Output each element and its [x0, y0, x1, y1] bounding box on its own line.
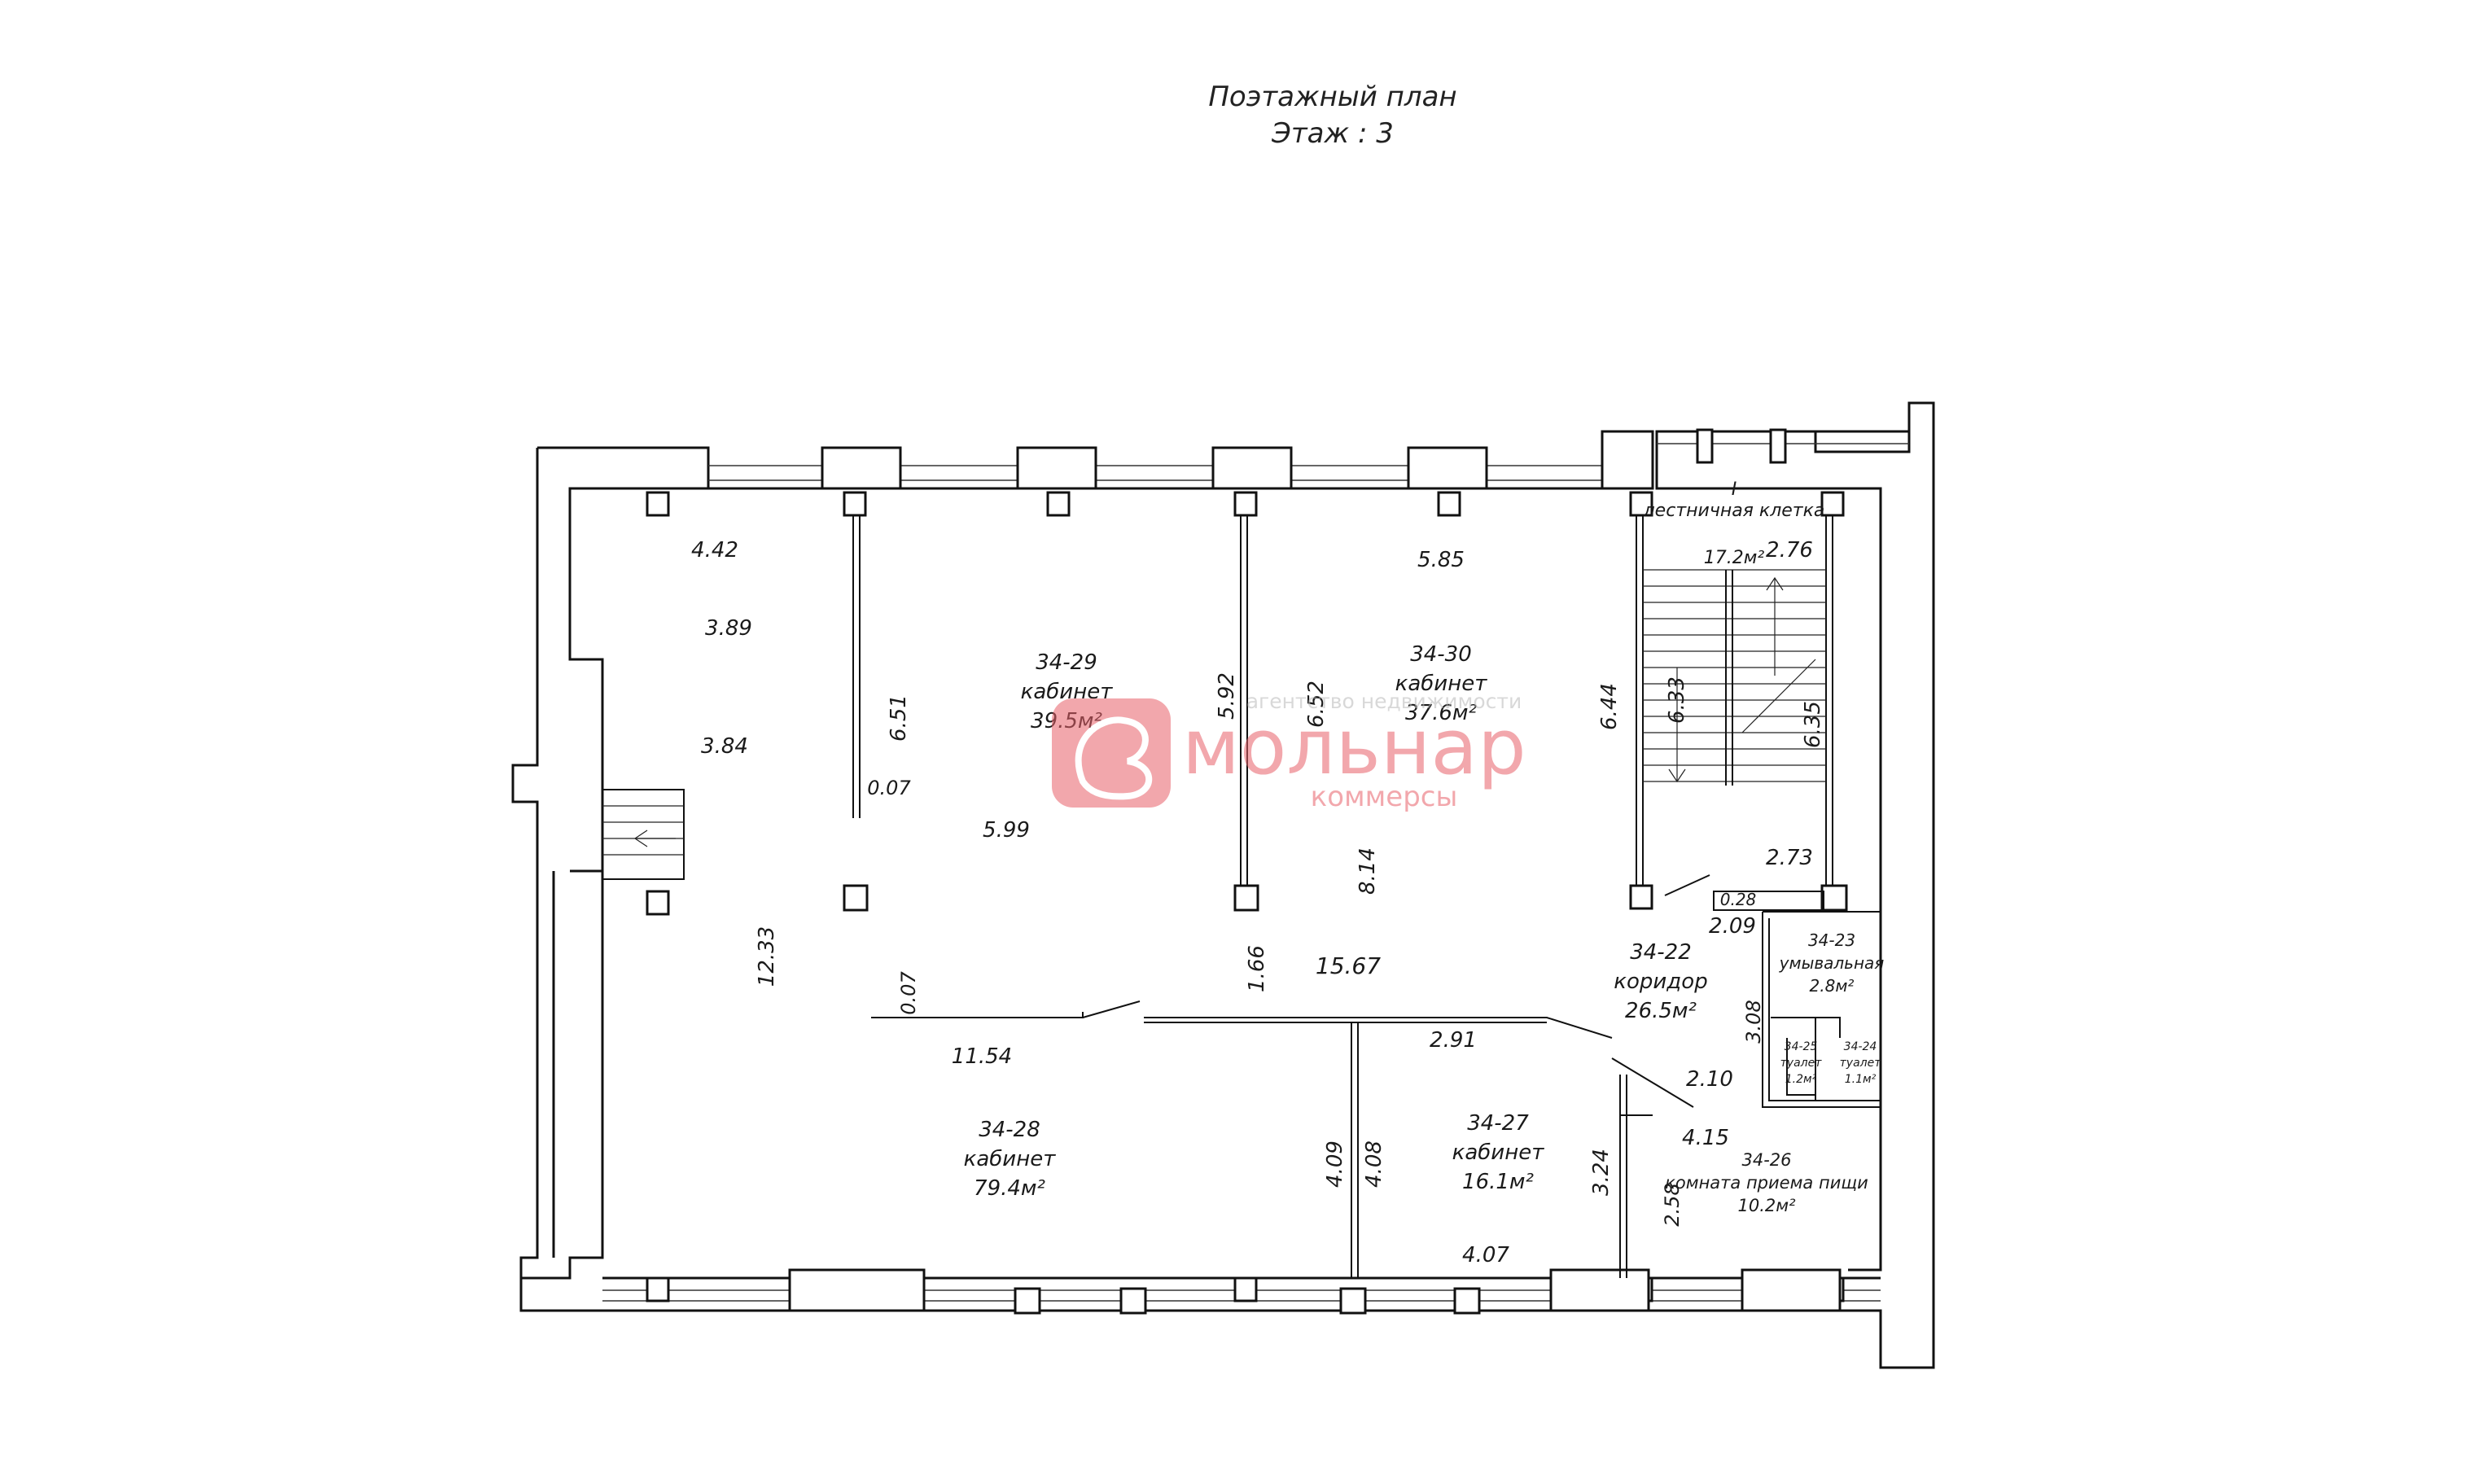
- svg-text:3.24: 3.24: [1589, 1149, 1614, 1196]
- svg-text:10.2м²: 10.2м²: [1737, 1196, 1796, 1215]
- svg-text:3.08: 3.08: [1742, 1000, 1765, 1043]
- watermark-brand: мольнар: [1182, 703, 1526, 792]
- room-labels: 34-29 кабинет 39.5м² 34-30 кабинет 37.6м…: [964, 479, 1885, 1215]
- svg-text:11.54: 11.54: [952, 1044, 1012, 1069]
- svg-text:34-26: 34-26: [1741, 1150, 1791, 1170]
- svg-text:0.07: 0.07: [867, 777, 911, 799]
- svg-text:1.66: 1.66: [1245, 945, 1269, 992]
- room-34-27: 34-27 кабинет 16.1м²: [1452, 1111, 1545, 1194]
- svg-text:15.67: 15.67: [1316, 952, 1381, 979]
- svg-text:кабинет: кабинет: [1452, 1140, 1545, 1165]
- room-34-30: 34-30 кабинет 37.6м²: [1395, 642, 1488, 725]
- svg-text:34-22: 34-22: [1630, 940, 1692, 965]
- svg-text:6.52: 6.52: [1304, 681, 1329, 728]
- svg-text:26.5м²: 26.5м²: [1625, 999, 1697, 1023]
- svg-text:34-24: 34-24: [1844, 1040, 1877, 1053]
- svg-text:I: I: [1732, 479, 1737, 500]
- room-34-26: 34-26 комната приема пищи 10.2м²: [1665, 1150, 1868, 1215]
- watermark-logo-icon: [1052, 698, 1171, 808]
- room-stairwell: I лестничная клетка 17.2м²: [1643, 479, 1825, 568]
- svg-text:34-29: 34-29: [1036, 650, 1097, 675]
- svg-text:37.6м²: 37.6м²: [1405, 701, 1477, 725]
- room-34-22: 34-22 коридор 26.5м²: [1614, 940, 1707, 1023]
- room-34-24: 34-24 туалет 1.1м²: [1840, 1040, 1882, 1086]
- svg-text:0.07: 0.07: [897, 971, 920, 1015]
- svg-text:кабинет: кабинет: [1395, 672, 1488, 696]
- svg-text:5.99: 5.99: [983, 818, 1030, 843]
- svg-text:34-28: 34-28: [979, 1118, 1040, 1142]
- svg-text:2.91: 2.91: [1430, 1028, 1477, 1053]
- svg-text:2.76: 2.76: [1766, 538, 1813, 563]
- svg-text:6.33: 6.33: [1665, 676, 1689, 724]
- svg-text:8.14: 8.14: [1355, 847, 1380, 895]
- room-34-23: 34-23 умывальная 2.8м²: [1779, 930, 1885, 996]
- svg-text:комната приема пищи: комната приема пищи: [1665, 1173, 1868, 1193]
- svg-text:0.28: 0.28: [1720, 890, 1757, 909]
- svg-text:2.73: 2.73: [1766, 846, 1813, 870]
- svg-text:туалет: туалет: [1780, 1057, 1823, 1070]
- room-34-28: 34-28 кабинет 79.4м²: [964, 1118, 1057, 1201]
- svg-text:79.4м²: 79.4м²: [974, 1176, 1045, 1201]
- svg-text:1.1м²: 1.1м²: [1845, 1073, 1877, 1086]
- svg-text:34-30: 34-30: [1410, 642, 1472, 667]
- svg-text:34-27: 34-27: [1467, 1111, 1529, 1136]
- svg-text:4.07: 4.07: [1462, 1243, 1509, 1267]
- svg-text:6.35: 6.35: [1801, 701, 1825, 748]
- main-stair: [1643, 569, 1826, 786]
- svg-text:3.84: 3.84: [701, 734, 748, 759]
- svg-text:5.85: 5.85: [1417, 548, 1465, 572]
- svg-text:2.09: 2.09: [1709, 914, 1756, 939]
- dimension-labels: 4.42 3.89 3.84 6.51 0.07 5.99 5.92 6.52 …: [691, 538, 1825, 1267]
- watermark-tagline: агентство недвижимости: [1246, 689, 1522, 713]
- columns: [646, 491, 1848, 1315]
- entry-stair: [602, 789, 685, 880]
- svg-text:12.33: 12.33: [755, 926, 779, 987]
- svg-text:1.2м²: 1.2м²: [1785, 1073, 1817, 1086]
- svg-text:умывальная: умывальная: [1779, 953, 1885, 973]
- svg-text:4.15: 4.15: [1682, 1126, 1729, 1150]
- svg-text:6.44: 6.44: [1597, 683, 1622, 730]
- svg-text:34-23: 34-23: [1808, 930, 1855, 950]
- svg-text:4.42: 4.42: [691, 538, 738, 563]
- svg-text:34-25: 34-25: [1785, 1040, 1818, 1053]
- svg-text:3.89: 3.89: [705, 616, 752, 641]
- svg-text:2.8м²: 2.8м²: [1810, 976, 1855, 996]
- plan-title: Поэтажный план: [1208, 81, 1456, 113]
- svg-text:16.1м²: 16.1м²: [1462, 1170, 1534, 1194]
- svg-text:2.58: 2.58: [1661, 1183, 1684, 1226]
- svg-text:5.92: 5.92: [1215, 672, 1239, 720]
- svg-text:2.10: 2.10: [1686, 1067, 1733, 1092]
- svg-text:коридор: коридор: [1614, 970, 1707, 994]
- svg-text:туалет: туалет: [1840, 1057, 1882, 1070]
- floor-number: Этаж : 3: [1271, 117, 1394, 150]
- svg-text:6.51: 6.51: [887, 694, 911, 742]
- room-34-25: 34-25 туалет 1.2м²: [1780, 1040, 1823, 1086]
- top-pilasters: [821, 428, 1787, 490]
- svg-text:4.08: 4.08: [1362, 1140, 1386, 1188]
- svg-text:17.2м²: 17.2м²: [1704, 548, 1765, 568]
- watermark-subtitle: коммерсы: [1311, 781, 1458, 813]
- svg-text:лестничная клетка: лестничная клетка: [1643, 501, 1825, 521]
- watermark: агентство недвижимости мольнар коммерсы: [1052, 689, 1526, 813]
- svg-text:кабинет: кабинет: [964, 1147, 1057, 1171]
- svg-text:4.09: 4.09: [1323, 1140, 1347, 1188]
